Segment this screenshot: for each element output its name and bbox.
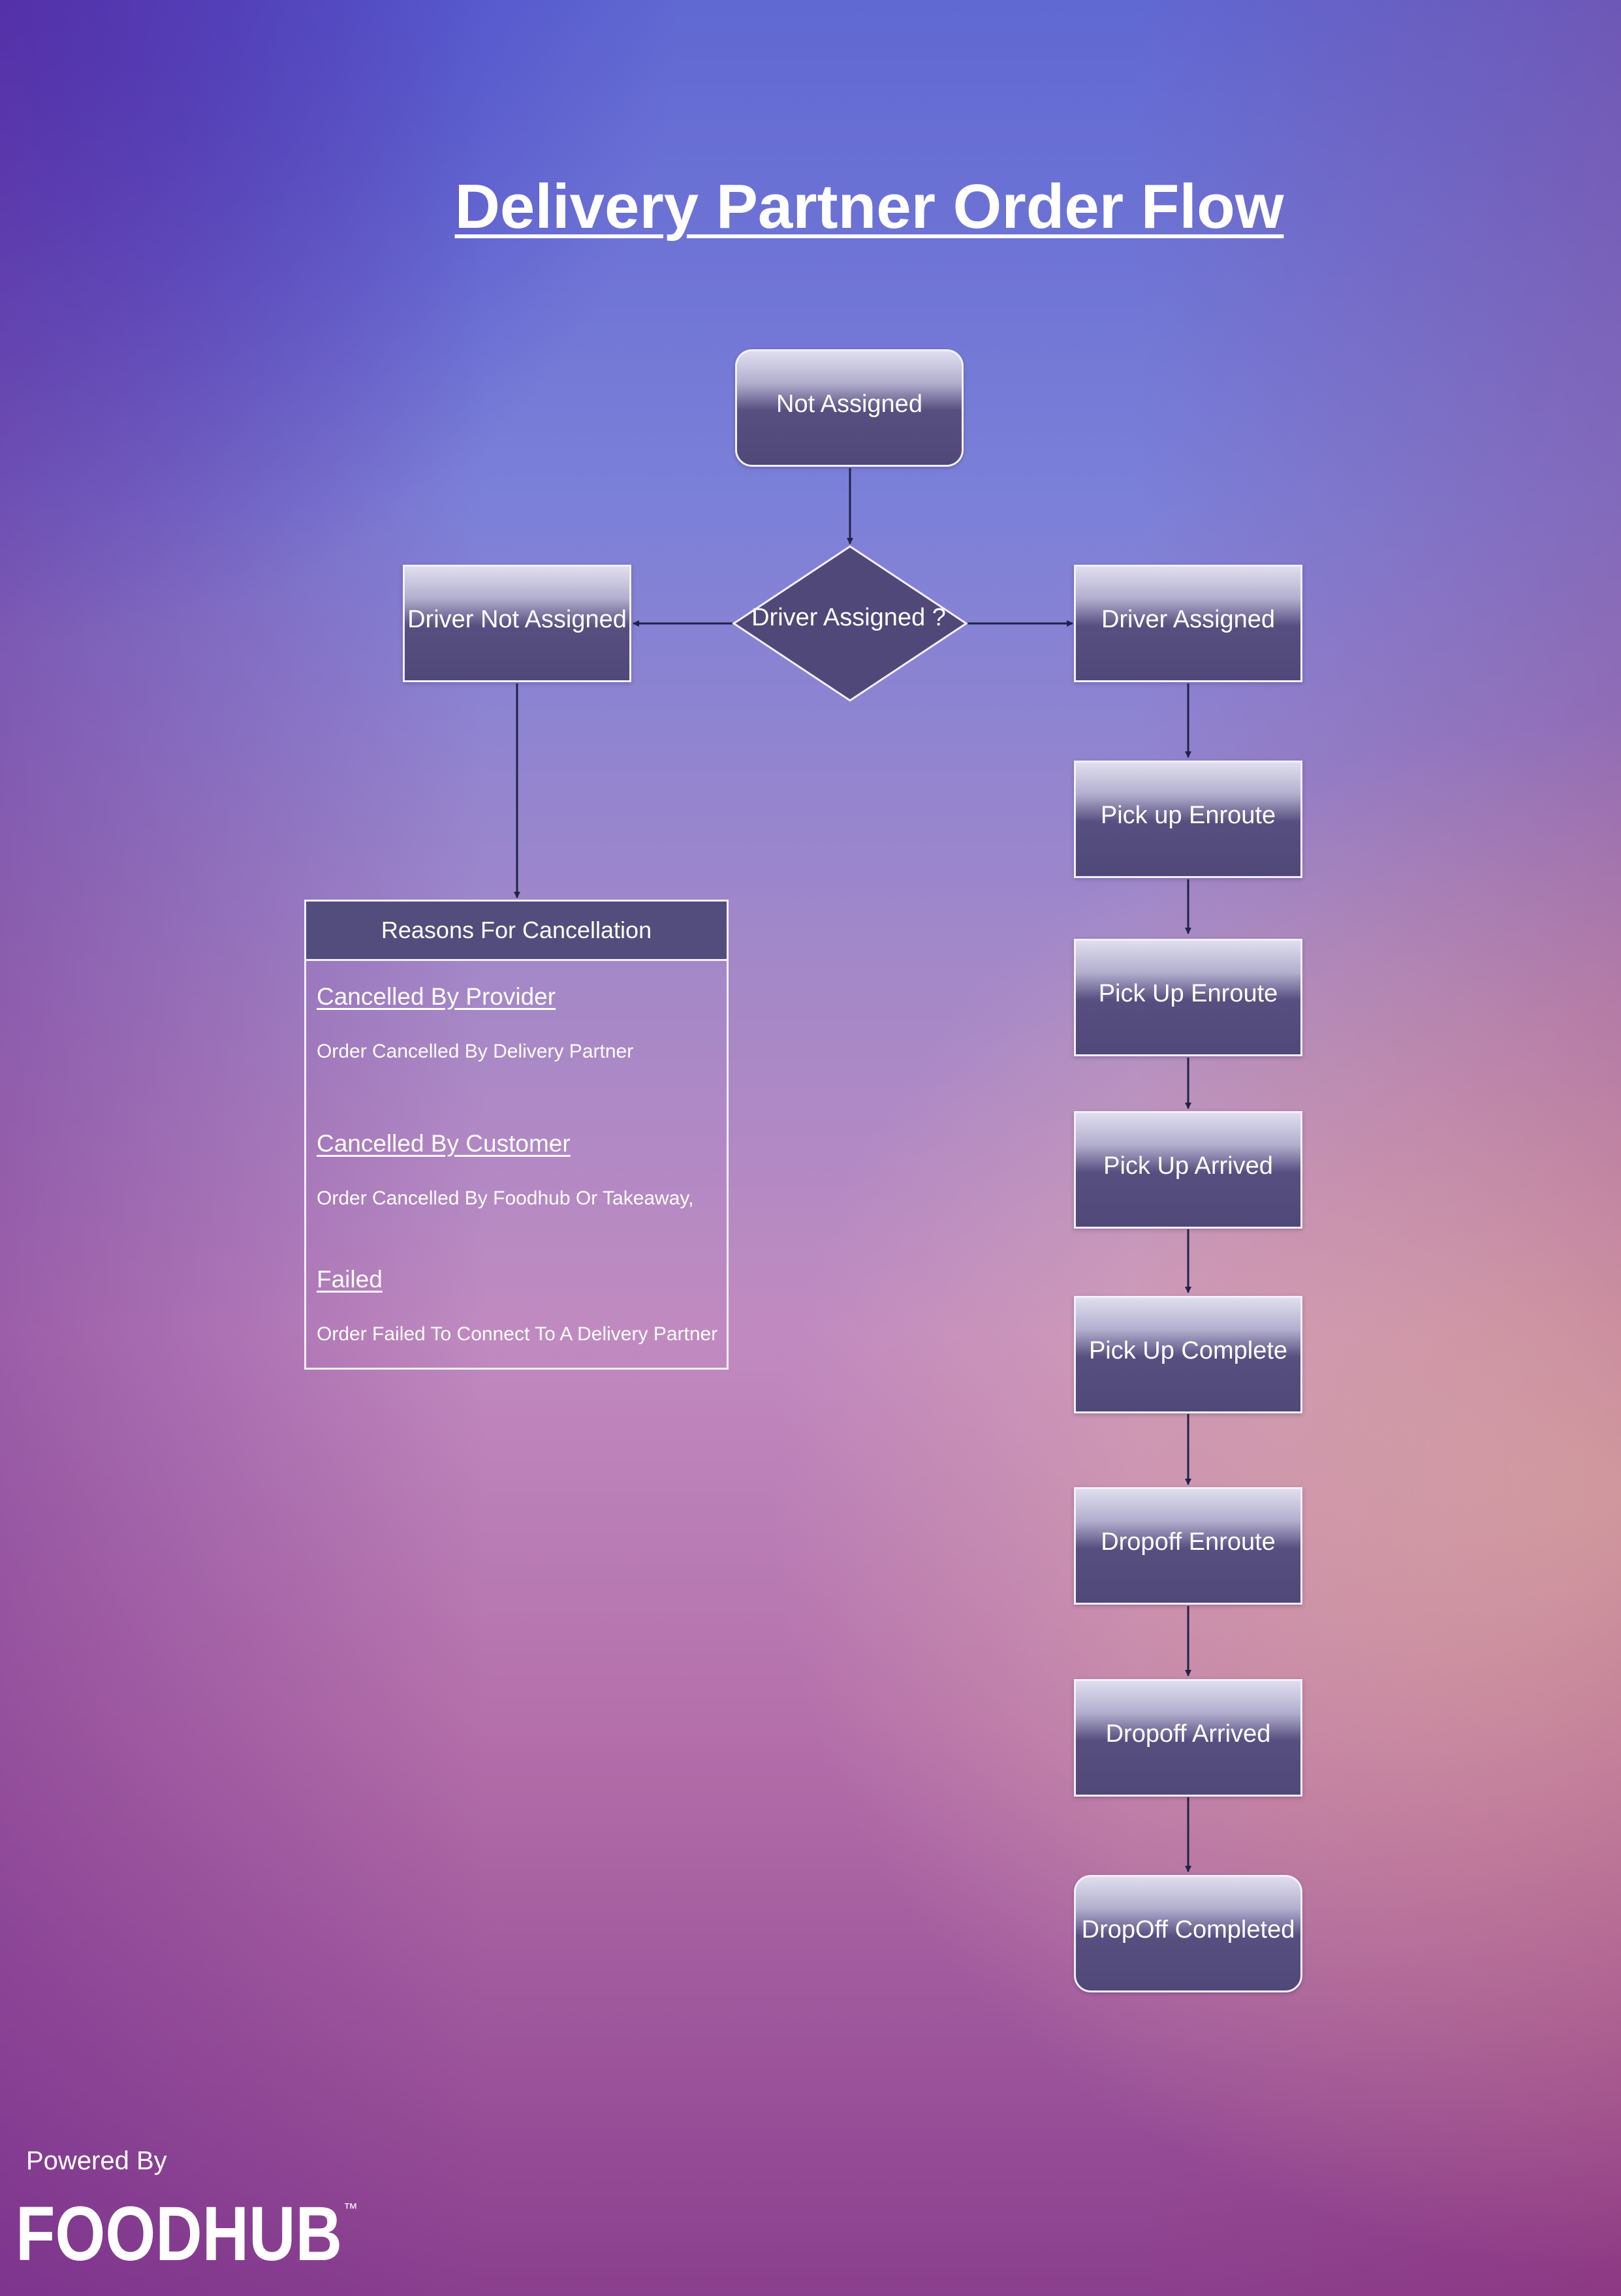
cancellation-reasons-panel: Reasons For Cancellation Cancelled By Pr… — [304, 900, 729, 1370]
node-dropoff-completed: DropOff Completed — [1074, 1875, 1302, 1992]
node-pickup-enroute-1: Pick up Enroute — [1074, 761, 1302, 878]
node-dropoff-enroute: Dropoff Enroute — [1074, 1487, 1302, 1605]
reason-item: Cancelled By Provider Order Cancelled By… — [317, 983, 633, 1063]
node-label: Dropoff Arrived — [1105, 1720, 1271, 1748]
node-not-assigned: Not Assigned — [735, 349, 964, 467]
reason-description: Order Cancelled By Foodhub Or Takeaway, — [317, 1187, 694, 1209]
node-driver-not-assigned: Driver Not Assigned — [403, 565, 631, 682]
reason-title: Failed — [317, 1266, 383, 1293]
node-label: Pick up Enroute — [1100, 801, 1276, 829]
foodhub-logo: FOODHUB ™ — [16, 2194, 358, 2272]
node-label: Pick Up Enroute — [1098, 979, 1278, 1007]
node-label: Dropoff Enroute — [1101, 1528, 1276, 1556]
reason-item: Cancelled By Customer Order Cancelled By… — [317, 1130, 694, 1210]
node-label: Not Assigned — [776, 390, 922, 418]
powered-by-label: Powered By — [26, 2147, 167, 2175]
node-pickup-enroute-2: Pick Up Enroute — [1074, 939, 1302, 1056]
decision-diamond — [732, 545, 968, 702]
reason-item: Failed Order Failed To Connect To A Deli… — [317, 1266, 717, 1345]
node-driver-assigned: Driver Assigned — [1074, 565, 1302, 682]
logo-wordmark: FOODHUB — [16, 2194, 342, 2272]
reason-description: Order Cancelled By Delivery Partner — [317, 1041, 634, 1062]
decision-label: Driver Assigned ? — [751, 604, 946, 631]
reasons-header: Reasons For Cancellation — [306, 902, 727, 961]
node-label: Driver Not Assigned — [407, 605, 627, 633]
node-label: DropOff Completed — [1081, 1915, 1295, 1943]
logo-trademark: ™ — [343, 2200, 358, 2216]
node-dropoff-arrived: Dropoff Arrived — [1074, 1679, 1302, 1797]
page-title: Delivery Partner Order Flow — [454, 172, 1284, 242]
node-label: Pick Up Complete — [1088, 1336, 1288, 1364]
node-pickup-complete: Pick Up Complete — [1074, 1296, 1302, 1413]
reason-description: Order Failed To Connect To A Delivery Pa… — [317, 1323, 718, 1345]
node-pickup-arrived: Pick Up Arrived — [1074, 1111, 1302, 1229]
node-label: Pick Up Arrived — [1103, 1152, 1273, 1180]
reason-title: Cancelled By Customer — [317, 1130, 571, 1157]
reason-title: Cancelled By Provider — [317, 983, 556, 1010]
node-label: Driver Assigned — [1101, 605, 1276, 633]
